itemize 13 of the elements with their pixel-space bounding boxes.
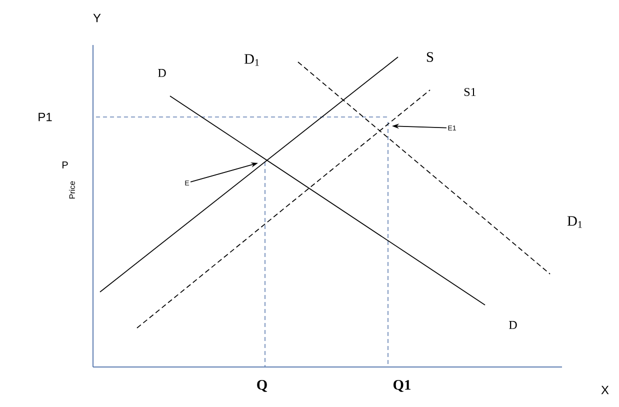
axis-label: P <box>62 162 68 168</box>
axis-label: D$_{1}$ <box>567 216 582 228</box>
axis-label: D <box>509 321 517 329</box>
axis-label: X <box>601 386 609 394</box>
axis-label: Q1 <box>394 380 410 392</box>
axis-label: Q <box>257 380 267 392</box>
axis-label: S <box>426 52 434 62</box>
axis-label: Y <box>93 14 101 22</box>
axis-label: D$_{1}$ <box>244 54 259 66</box>
axis-label: Price <box>69 181 75 198</box>
axis-label: S1 <box>464 88 476 96</box>
axis-label: P1 <box>38 112 52 122</box>
axis-label: D <box>158 69 166 77</box>
